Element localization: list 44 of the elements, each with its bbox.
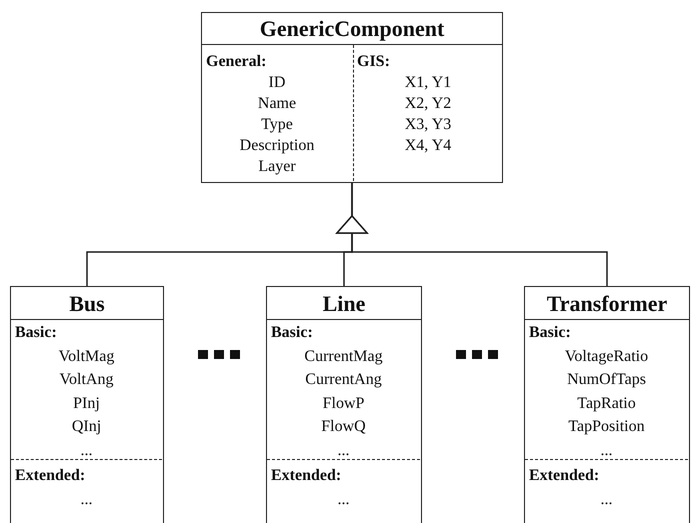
- attribute-name: CurrentMag: [304, 346, 383, 366]
- attribute-name: ...: [338, 440, 350, 460]
- attribute-name: QInj: [72, 417, 102, 437]
- attribute-name: Name: [258, 94, 296, 114]
- section-heading: Basic:: [270, 323, 313, 343]
- attribute-name: VoltAng: [60, 370, 114, 390]
- class-box: [10, 286, 164, 523]
- attribute-name: ID: [268, 73, 286, 93]
- attribute-name: X2, Y2: [404, 94, 452, 114]
- class-box: [201, 12, 503, 183]
- class-name: Bus: [69, 290, 105, 318]
- attribute-name: TapRatio: [577, 394, 636, 414]
- attribute-name: CurrentAng: [305, 370, 382, 390]
- section-heading: GIS:: [356, 52, 390, 72]
- class-box: [266, 286, 422, 523]
- class-box: [524, 286, 690, 523]
- attribute-name: X1, Y1: [404, 73, 452, 93]
- attribute-name: PInj: [73, 394, 100, 414]
- section-heading: Basic:: [14, 323, 57, 343]
- inheritance-arrow: [336, 183, 608, 286]
- attribute-name: X4, Y4: [404, 136, 452, 156]
- attribute-name: Type: [261, 115, 293, 135]
- section-heading: Extended:: [270, 466, 342, 486]
- class-name: Transformer: [546, 290, 668, 318]
- class-name: Line: [322, 290, 366, 318]
- section-heading: Extended:: [14, 466, 86, 486]
- attribute-name: VoltageRatio: [564, 346, 648, 366]
- attribute-name: ...: [338, 490, 350, 510]
- attribute-name: FlowQ: [321, 417, 366, 437]
- section-heading: General:: [205, 52, 266, 72]
- attribute-name: ...: [80, 490, 92, 510]
- attribute-name: ...: [600, 490, 612, 510]
- attribute-name: ...: [600, 440, 612, 460]
- attribute-name: ...: [80, 440, 92, 460]
- section-heading: Extended:: [528, 466, 600, 486]
- attribute-name: TapPosition: [568, 417, 645, 437]
- attribute-name: X3, Y3: [404, 115, 452, 135]
- class-name: GenericComponent: [260, 15, 444, 43]
- attribute-name: Description: [240, 136, 314, 156]
- attribute-name: VoltMag: [58, 346, 114, 366]
- attribute-name: FlowP: [322, 394, 364, 414]
- attribute-name: Layer: [258, 157, 296, 177]
- attribute-name: NumOfTaps: [567, 370, 646, 390]
- section-heading: Basic:: [528, 323, 571, 343]
